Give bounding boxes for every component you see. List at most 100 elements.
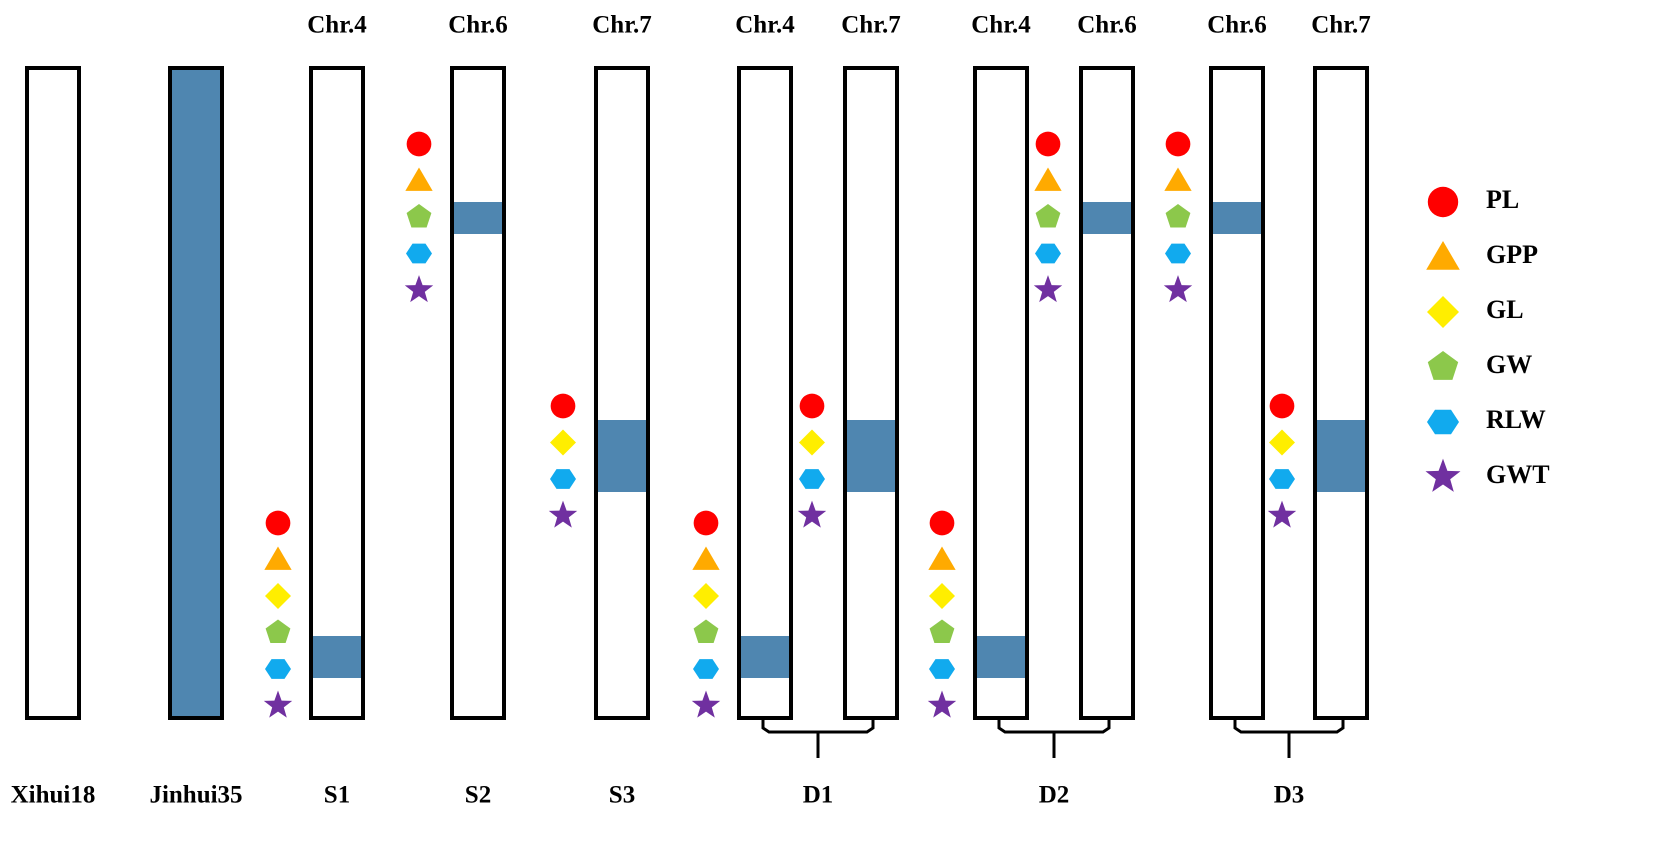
introgression-segment-s2-chr6: [454, 202, 502, 234]
bracket-d3: [1233, 718, 1345, 758]
introgression-segment-s3-chr7: [598, 420, 646, 492]
gwt-marker: [263, 690, 293, 718]
pl-marker: [1035, 131, 1061, 157]
chromosome-d3-2: [1313, 66, 1369, 720]
legend-label-gl: GL: [1486, 295, 1524, 324]
introgression-segment-d1-chr7: [847, 420, 895, 492]
gwt-marker: [691, 690, 721, 718]
gwt-marker: [1033, 275, 1063, 303]
gpp-marker: [928, 546, 956, 570]
gw-marker: [1165, 204, 1191, 228]
introgression-segment-d2-chr4: [977, 636, 1025, 678]
gw-marker: [693, 619, 719, 643]
rlw-marker: [550, 469, 576, 489]
pl-marker: [1165, 131, 1191, 157]
introgression-segment-d3-chr7: [1317, 420, 1365, 492]
pl-marker: [929, 510, 955, 536]
introgression-segment-s1-chr4: [313, 636, 361, 678]
gl-marker: [693, 583, 719, 609]
group-label-d2: D2: [1039, 782, 1070, 809]
gwt-marker: [1267, 500, 1297, 528]
group-label-s1: S1: [324, 782, 350, 809]
rlw-marker: [1035, 243, 1061, 264]
gpp-marker: [405, 167, 433, 191]
legend-label-gw: GW: [1486, 350, 1532, 379]
gwt-marker: [404, 275, 434, 303]
gwt-marker: [927, 690, 957, 718]
gpp-marker: [692, 546, 720, 570]
chromosome-label: Chr.7: [841, 12, 901, 39]
chromosome-s2-1: [450, 66, 506, 720]
chromosome-label: Chr.7: [1311, 12, 1371, 39]
introgression-segment-d1-chr4: [741, 636, 789, 678]
introgression-segment-d2-chr6: [1083, 202, 1131, 234]
rlw-marker: [929, 659, 955, 679]
gl-marker: [929, 583, 955, 609]
gwt-marker: [1163, 275, 1193, 303]
group-label-d3: D3: [1274, 782, 1305, 809]
pl-marker: [406, 131, 432, 157]
chromosome-label: Chr.4: [307, 12, 367, 39]
pl-marker: [693, 510, 719, 536]
chromosome-label: Chr.4: [971, 12, 1031, 39]
chromosome-d1-2: [843, 66, 899, 720]
gwt-marker: [548, 500, 578, 528]
chromosome-d1-1: [737, 66, 793, 720]
gwt-marker: [797, 500, 827, 528]
trait-marker-layer: [263, 131, 1297, 718]
pl-marker: [1269, 393, 1295, 419]
gl-marker: [550, 429, 576, 456]
chromosome-d2-2: [1079, 66, 1135, 720]
legend-label-gwt: GWT: [1486, 460, 1550, 489]
rlw-marker: [265, 659, 291, 679]
gpp-marker: [1164, 167, 1192, 191]
rlw-marker: [799, 469, 825, 489]
gw-marker: [929, 619, 955, 643]
gl-marker: [265, 583, 291, 609]
introgression-segment-d3-chr6: [1213, 202, 1261, 234]
chromosome-xihui18-1: [25, 66, 81, 720]
gwt-marker-legend: [1425, 458, 1461, 492]
gw-marker: [406, 204, 432, 228]
rlw-marker: [1269, 469, 1295, 489]
group-label-jinhui35: Jinhui35: [149, 782, 242, 809]
group-label-xihui18: Xihui18: [11, 782, 96, 809]
gpp-marker-legend: [1426, 241, 1460, 270]
group-label-s3: S3: [609, 782, 635, 809]
rlw-marker: [1165, 243, 1191, 264]
gl-marker: [799, 429, 825, 456]
bracket-d2: [997, 718, 1111, 758]
bracket-layer: [761, 718, 1345, 758]
rlw-marker-legend: [1427, 409, 1459, 435]
rlw-marker: [693, 659, 719, 679]
legend-label-gpp: GPP: [1486, 240, 1538, 269]
pl-marker-legend: [1427, 186, 1459, 218]
legend-label-pl: PL: [1486, 185, 1519, 214]
gpp-marker: [264, 546, 292, 570]
group-label-s2: S2: [465, 782, 491, 809]
chromosome-label: Chr.7: [592, 12, 652, 39]
chromosome-jinhui35-1: [168, 66, 224, 720]
gw-marker-legend: [1427, 351, 1459, 380]
legend-label-rlw: RLW: [1486, 405, 1546, 434]
bracket-d1: [761, 718, 875, 758]
pl-marker: [799, 393, 825, 419]
chromosome-label: Chr.4: [735, 12, 795, 39]
gpp-marker: [1034, 167, 1062, 191]
gw-marker: [1035, 204, 1061, 228]
legend: PL GPP GL GW RLW GWT: [1425, 185, 1550, 492]
chromosome-label: Chr.6: [448, 12, 508, 39]
chromosome-label: Chr.6: [1207, 12, 1267, 39]
label-layer: Xihui18 Jinhui35 Chr.4S1 Chr.6S2 Chr.7S3 Chr.…: [11, 12, 1371, 809]
chromosome-label: Chr.6: [1077, 12, 1137, 39]
rlw-marker: [406, 243, 432, 264]
chromosome-s3-1: [594, 66, 650, 720]
pl-marker: [265, 510, 291, 536]
chromosome-d2-1: [973, 66, 1029, 720]
group-label-d1: D1: [803, 782, 834, 809]
chromosome-s1-1: [309, 66, 365, 720]
gl-marker: [1269, 429, 1295, 456]
gw-marker: [265, 619, 291, 643]
chromosome-layer: [25, 66, 1369, 720]
